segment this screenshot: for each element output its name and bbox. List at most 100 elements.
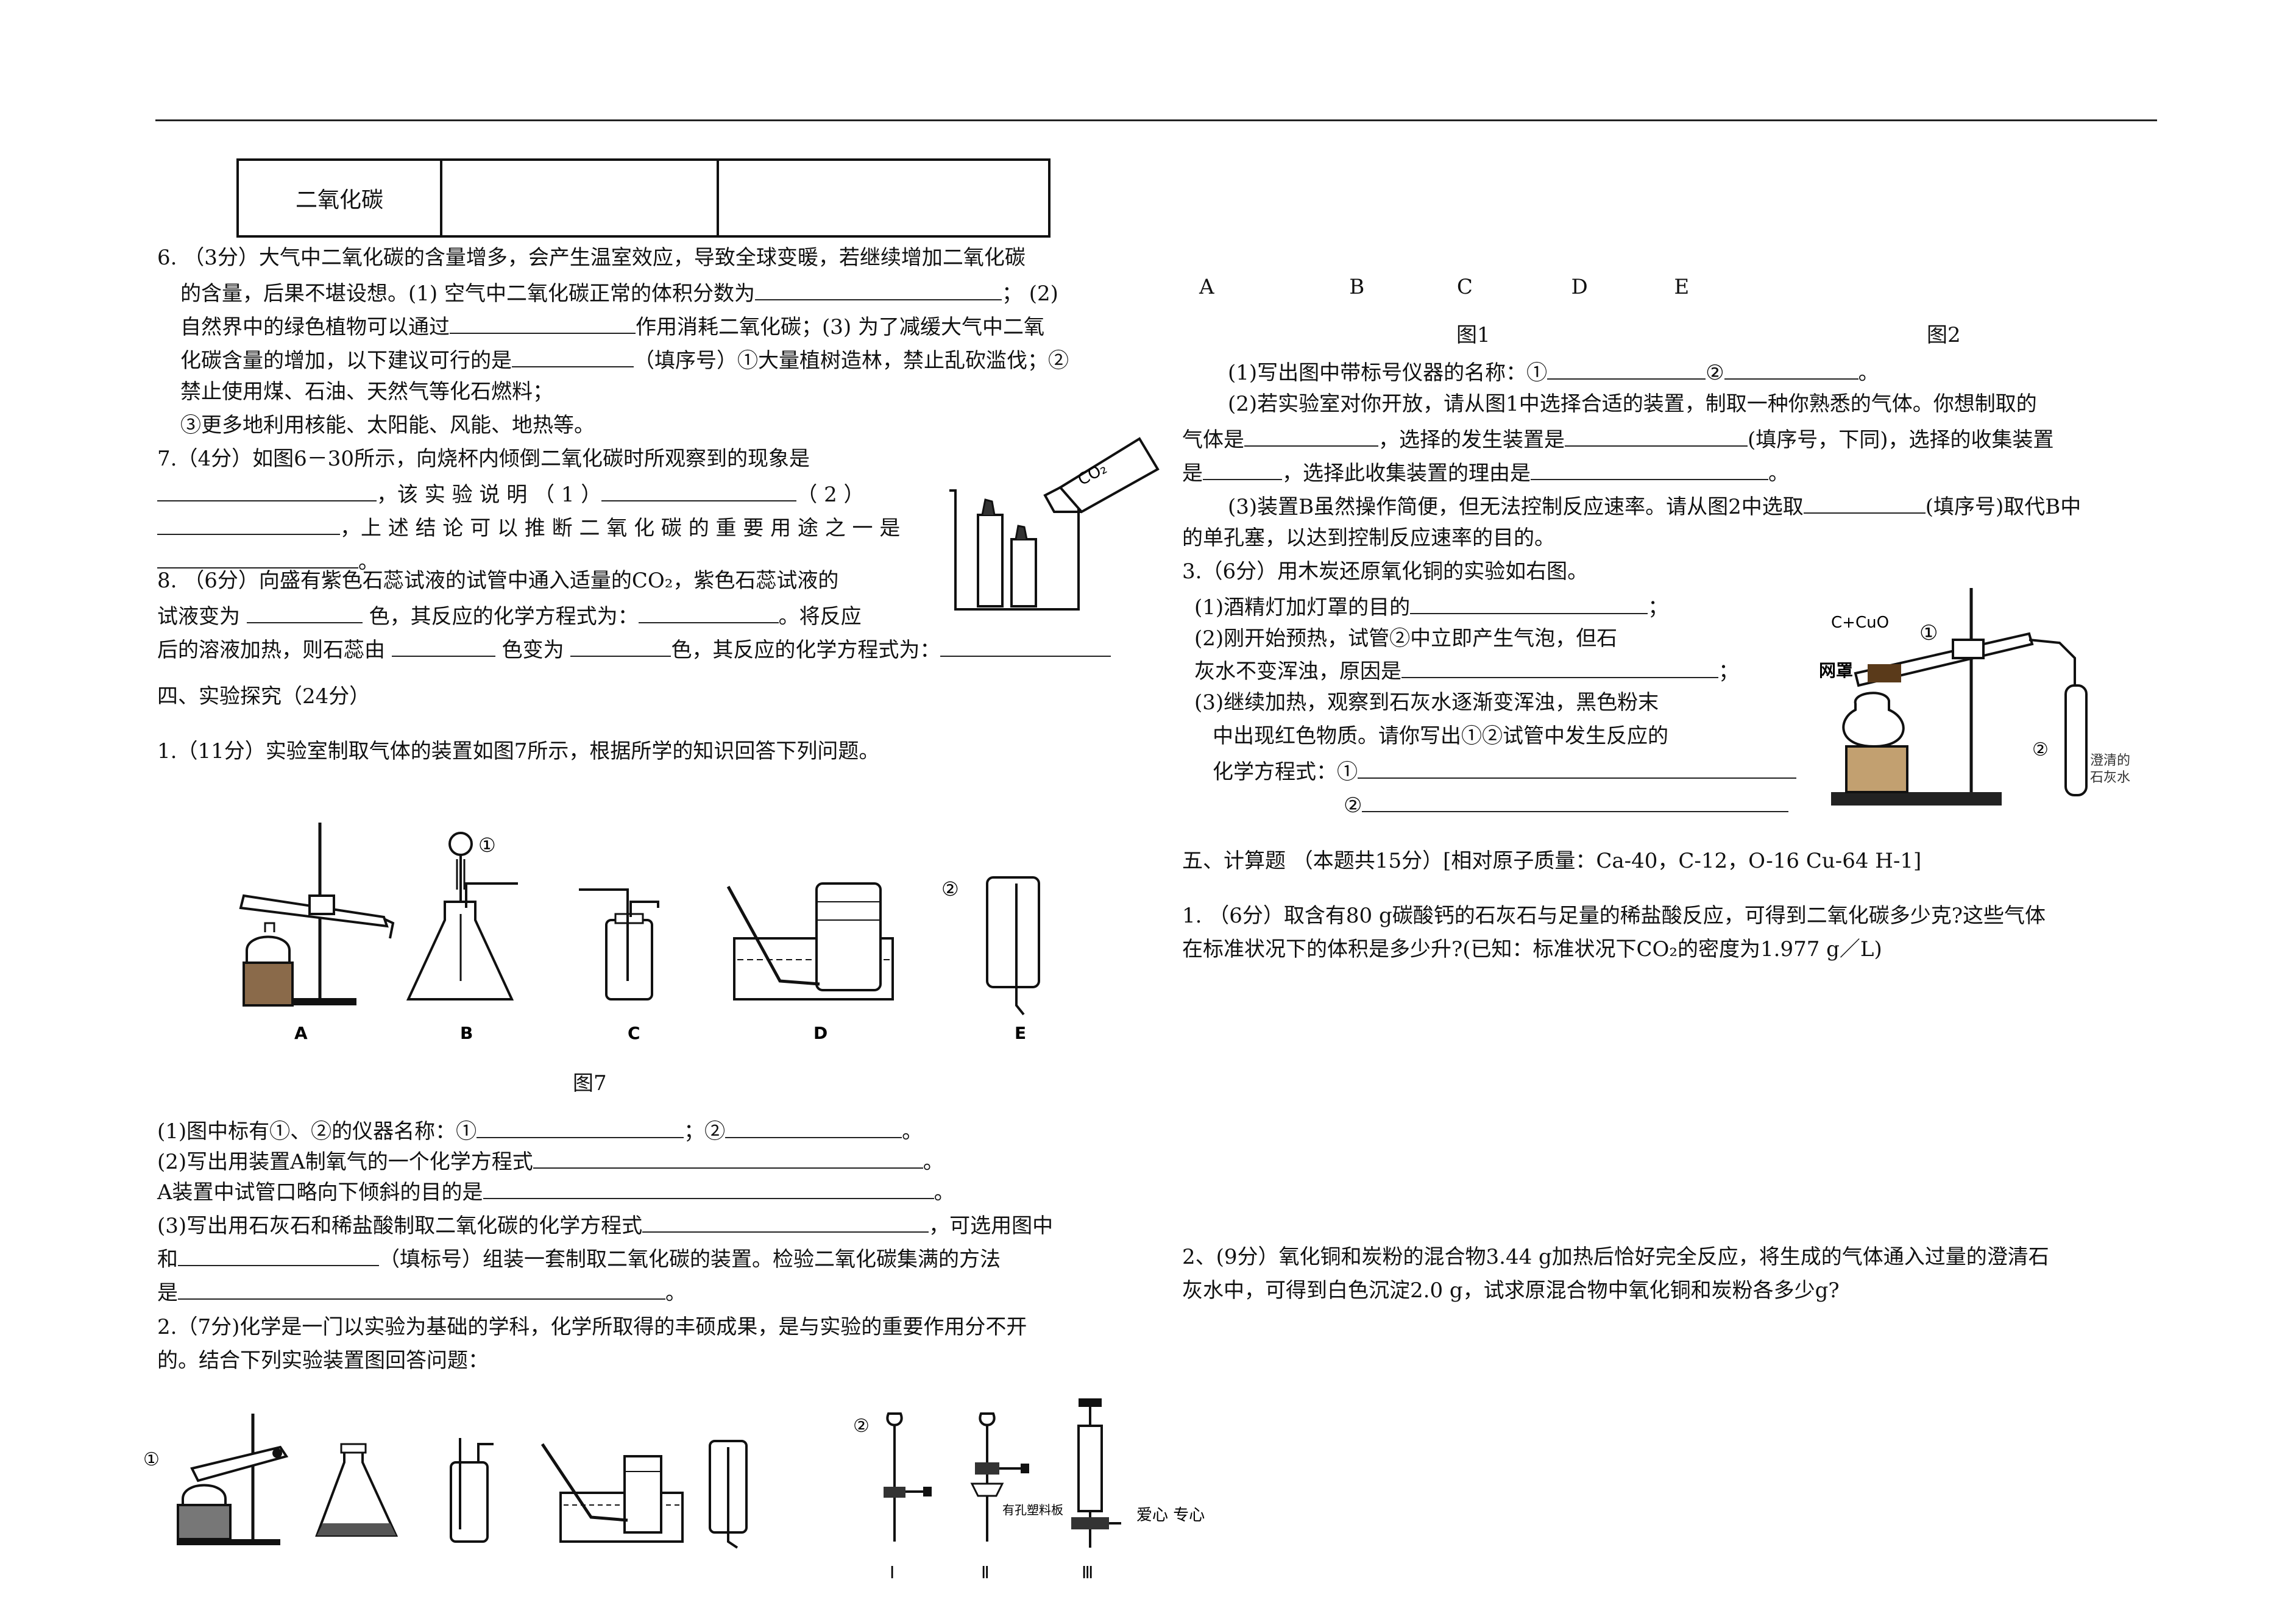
cuo-label: C+CuO bbox=[1831, 614, 1889, 632]
answer-blank[interactable] bbox=[178, 1277, 665, 1300]
answer-blank[interactable] bbox=[1547, 356, 1706, 380]
header-rule bbox=[155, 119, 2157, 121]
answer-blank[interactable] bbox=[157, 478, 377, 501]
exp2-line1: 2.（7分)化学是一门以实验为基础的学科，化学所取得的丰硕成果，是与实验的重要作… bbox=[157, 1315, 1027, 1339]
q6-line3: 自然界中的绿色植物可以通过作用消耗二氧化碳；(3) 为了减缓大气中二氧 bbox=[180, 311, 1044, 341]
answer-blank[interactable] bbox=[601, 478, 797, 501]
q6-line2: 的含量，后果不堪设想。(1) 空气中二氧化碳正常的体积分数为； (2) bbox=[180, 277, 1058, 308]
exp3-line3: (2)刚开始预热，试管②中立即产生气泡，但石 bbox=[1194, 626, 1618, 651]
fig7-marker-2: ② bbox=[941, 877, 959, 901]
fig7-label-e: E bbox=[1015, 1023, 1026, 1043]
answer-blank[interactable] bbox=[1362, 789, 1789, 812]
gas-table: 二氧化碳 bbox=[236, 158, 1051, 238]
exp3-line7: 化学方程式：① bbox=[1213, 756, 1796, 786]
calc1-line1: 1. （6分）取含有80 g碳酸钙的石灰石与足量的稀盐酸反应，可得到二氧化碳多少… bbox=[1182, 904, 2046, 928]
fig-tube-1-marker: ① bbox=[1919, 621, 1938, 645]
board-label: 有孔塑料板 bbox=[1002, 1503, 1063, 1517]
answer-blank[interactable] bbox=[570, 634, 671, 657]
exp3-line6: 中出现红色物质。请你写出①②试管中发生反应的 bbox=[1213, 724, 1668, 748]
answer-blank[interactable] bbox=[1203, 457, 1282, 480]
exp1-intro: 1.（11分）实验室制取气体的装置如图7所示，根据所学的知识回答下列问题。 bbox=[157, 739, 880, 763]
answer-blank[interactable] bbox=[1531, 457, 1768, 480]
table-cell-empty-1 bbox=[440, 158, 719, 238]
q6-line4: 化碳含量的增加，以下建议可行的是（填序号）①大量植树造林，禁止乱砍滥伐；② bbox=[180, 344, 1069, 375]
answer-blank[interactable] bbox=[1410, 591, 1648, 614]
answer-blank[interactable] bbox=[1724, 356, 1858, 380]
answer-blank[interactable] bbox=[533, 1146, 923, 1169]
fig2-label-iii: Ⅲ bbox=[1082, 1562, 1093, 1582]
fig7-label-b: B bbox=[460, 1023, 473, 1043]
answer-blank[interactable] bbox=[642, 1209, 929, 1233]
fig1-labels-row: A B C D E bbox=[1199, 273, 1689, 301]
q6-line5: 禁止使用煤、石油、天然气等化石燃料； bbox=[180, 380, 553, 404]
exp2-q3: (3)装置B虽然操作简便，但无法控制反应速率。请从图2中选取(填序号)取代B中 bbox=[1228, 490, 2081, 521]
fig7-label-a: A bbox=[294, 1023, 308, 1043]
section-4-title: 四、实验探究（24分） bbox=[157, 684, 370, 709]
fig2-label-ii: Ⅱ bbox=[981, 1562, 990, 1582]
fig1-label-d: D bbox=[1571, 275, 1588, 299]
exp1-q3: (3)写出用石灰石和稀盐酸制取二氧化碳的化学方程式，可选用图中 bbox=[157, 1209, 1053, 1240]
limewater-label-2: 石灰水 bbox=[2090, 770, 2130, 785]
table-cell-co2: 二氧化碳 bbox=[236, 158, 442, 238]
q6-line1: 6. （3分）大气中二氧化碳的含量增多，会产生温室效应，导致全球变暖，若继续增加… bbox=[157, 246, 1026, 270]
answer-blank[interactable] bbox=[178, 1243, 379, 1266]
calc2-line2: 灰水中，可得到白色沉淀2.0 g，试求原混合物中氧化铜和炭粉各多少g? bbox=[1182, 1278, 1840, 1303]
fig7-label-c: C bbox=[628, 1023, 640, 1043]
exp3-line2: (1)酒精灯加灯罩的目的； bbox=[1194, 591, 1668, 622]
exp2-q2b: 气体是，选择的发生装置是(填序号，下同)，选择的收集装置 bbox=[1182, 423, 2054, 454]
exp2-q2c: 是，选择此收集装置的理由是。 bbox=[1182, 457, 1789, 487]
answer-blank[interactable] bbox=[1803, 490, 1926, 514]
q6-line6: ③更多地利用核能、太阳能、风能、地热等。 bbox=[180, 413, 595, 437]
exp1-q2b: A装置中试管口略向下倾斜的目的是。 bbox=[157, 1176, 955, 1206]
calc1-line2: 在标准状况下的体积是多少升?(已知：标准状况下CO₂的密度为1.977 g／L) bbox=[1182, 937, 1882, 962]
section-5-title: 五、计算题 （本题共15分）[相对原子质量：Ca-40，C-12，O-16 Cu… bbox=[1182, 849, 1922, 873]
footer-mark: 爱心 专心 bbox=[1136, 1506, 1205, 1525]
answer-blank[interactable] bbox=[391, 634, 495, 657]
exp1-q3c: 是。 bbox=[157, 1277, 686, 1307]
q8-line2: 试液变为 色，其反应的化学方程式为：。将反应 bbox=[157, 600, 862, 631]
exp2-q2: (2)若实验室对你开放，请从图1中选择合适的装置，制取一种你熟悉的气体。你想制取… bbox=[1228, 392, 2037, 416]
fig1-label-a: A bbox=[1199, 275, 1214, 299]
exp1-q3b: 和（填标号）组装一套制取二氧化碳的装置。检验二氧化碳集满的方法 bbox=[157, 1243, 1001, 1273]
fig1-caption: 图1 bbox=[1456, 323, 1490, 347]
fig2-caption: 图2 bbox=[1927, 323, 1961, 347]
calc2-line1: 2、(9分）氧化铜和炭粉的混合物3.44 g加热后恰好完全反应，将生成的气体通入… bbox=[1182, 1245, 2049, 1269]
answer-blank[interactable] bbox=[483, 1176, 934, 1199]
answer-blank[interactable] bbox=[157, 512, 340, 535]
fig1-label-b: B bbox=[1349, 275, 1365, 299]
fig7-marker-1: ① bbox=[478, 834, 496, 857]
exp3-line8: ② bbox=[1344, 789, 1789, 820]
answer-blank[interactable] bbox=[477, 1115, 684, 1138]
q8-line1: 8. （6分）向盛有紫色石蕊试液的试管中通入适量的CO₂，紫色石蕊试液的 bbox=[157, 568, 839, 593]
answer-blank[interactable] bbox=[1358, 756, 1796, 779]
answer-blank[interactable] bbox=[754, 277, 1002, 300]
carbon-reduction-figure: C+CuO ① ② 网罩 澄清的 石灰水 bbox=[1819, 588, 2130, 806]
fig7-label-d: D bbox=[813, 1023, 827, 1043]
fig2-marker-2: ② bbox=[853, 1415, 870, 1437]
answer-blank[interactable] bbox=[638, 600, 779, 623]
net-cover-label: 网罩 bbox=[1819, 660, 1853, 681]
answer-blank[interactable] bbox=[157, 545, 358, 568]
fig7-apparatus: ① ② A B C D E bbox=[239, 823, 1040, 1043]
fig-exp2-apparatus: ① ② 有孔塑料板 爱心 专心 Ⅰ Ⅱ Ⅲ bbox=[143, 1398, 1205, 1582]
fig1-label-c: C bbox=[1456, 275, 1473, 299]
q8-line3: 后的溶液加热，则石蕊由 色变为 色，其反应的化学方程式为： bbox=[157, 634, 1111, 664]
answer-blank[interactable] bbox=[1244, 423, 1378, 447]
answer-blank[interactable] bbox=[940, 634, 1111, 657]
exp3-line4: 灰水不变浑浊，原因是； bbox=[1194, 655, 1739, 685]
fig7-caption: 图7 bbox=[573, 1071, 607, 1096]
fig-tube-2-marker: ② bbox=[2032, 739, 2049, 760]
answer-blank[interactable] bbox=[725, 1115, 902, 1138]
answer-blank[interactable] bbox=[450, 311, 636, 334]
q7-line2: ，该 实 验 说 明 （ 1 ）（ 2 ） bbox=[157, 478, 865, 509]
exp2-q3b: 的单孔塞，以达到控制反应速率的目的。 bbox=[1182, 526, 1555, 550]
exp3-line1: 3.（6分）用木炭还原氧化铜的实验如右图。 bbox=[1182, 559, 1589, 584]
answer-blank[interactable] bbox=[1565, 423, 1748, 447]
exp1-q1: (1)图中标有①、②的仪器名称：①；②。 bbox=[157, 1115, 923, 1146]
answer-blank[interactable] bbox=[246, 600, 363, 623]
fig1-marker-1: ① bbox=[143, 1449, 160, 1470]
answer-blank[interactable] bbox=[1401, 655, 1718, 678]
exp2-line2: 的。结合下列实验装置图回答问题： bbox=[157, 1348, 489, 1373]
answer-blank[interactable] bbox=[512, 344, 634, 367]
